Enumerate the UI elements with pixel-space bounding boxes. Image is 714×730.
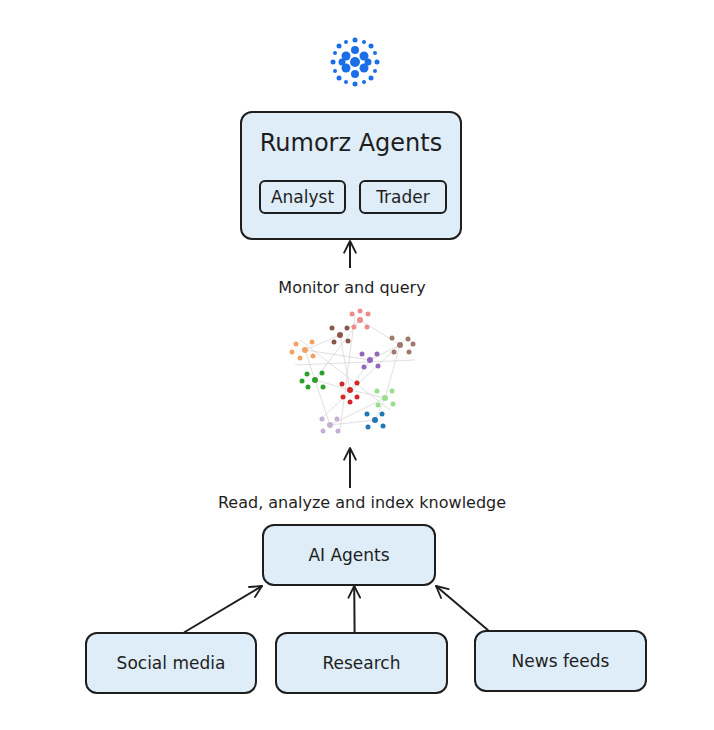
source-box: News feeds <box>474 630 647 692</box>
node-text: AI Agents <box>308 545 389 565</box>
agent-group-box: Rumorz AgentsAnalyst Trader <box>240 111 462 240</box>
node-text: Social media <box>117 653 226 673</box>
node-text: Research <box>323 653 401 673</box>
source-box: Social media <box>85 632 257 694</box>
role-box: Trader <box>359 180 447 214</box>
logo-icon <box>331 38 380 87</box>
flow-arrow <box>436 586 488 630</box>
node-text: Analyst <box>271 187 334 207</box>
flow-arrow <box>353 586 355 632</box>
node-text: News feeds <box>512 651 610 671</box>
node-text: Rumorz Agents <box>260 129 443 157</box>
knowledge-graph <box>290 309 416 434</box>
role-box: Analyst <box>259 180 346 214</box>
flow-arrow <box>185 586 262 632</box>
node-text: Trader <box>376 187 430 207</box>
source-box: Research <box>275 632 448 694</box>
query-arrow <box>349 241 351 268</box>
flow-label: Read, analyze and index knowledge <box>218 493 506 512</box>
process-box: AI Agents <box>262 524 436 586</box>
flow-label: Monitor and query <box>278 278 425 297</box>
index-arrow <box>349 448 351 488</box>
